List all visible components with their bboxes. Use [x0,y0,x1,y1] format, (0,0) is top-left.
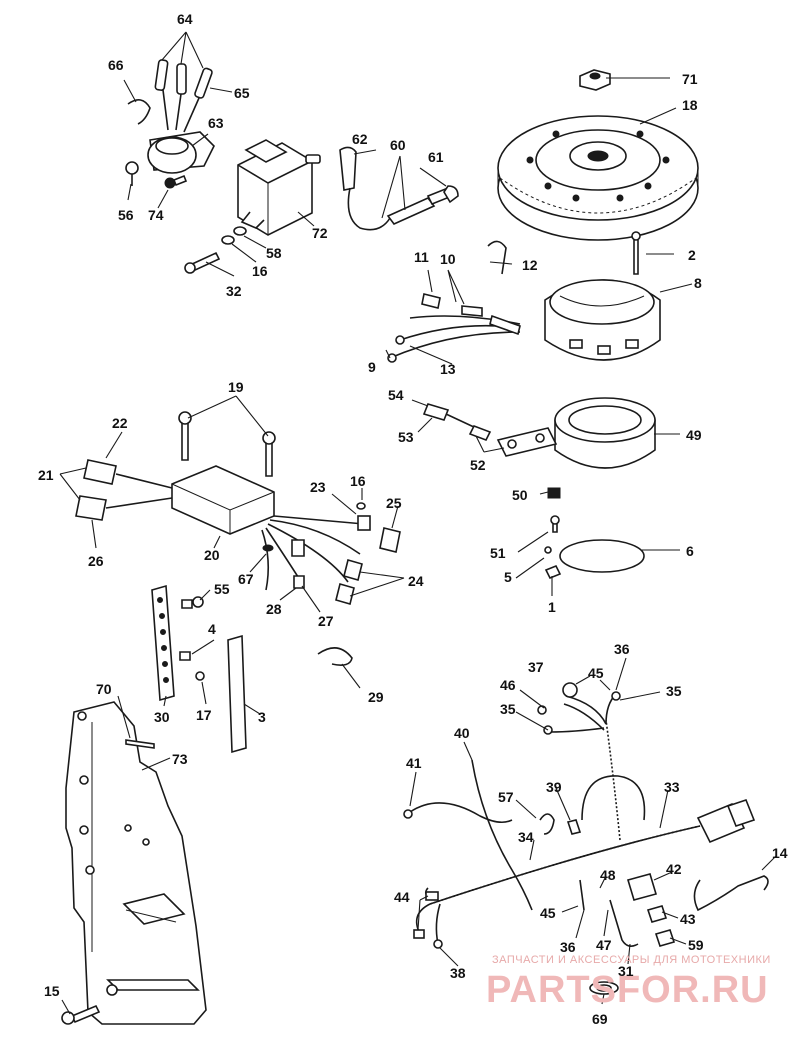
callout-45b: 45 [540,905,556,921]
callout-24: 24 [408,573,424,589]
callout-60: 60 [390,137,406,153]
callout-13: 13 [440,361,456,377]
callout-8: 8 [694,275,702,291]
ignition-coil [184,139,321,274]
callout-15: 15 [44,983,60,999]
callout-16b: 16 [350,473,366,489]
callout-33: 33 [664,779,680,795]
callout-3: 3 [258,709,266,725]
callout-23: 23 [310,479,326,495]
callout-12: 12 [522,257,538,273]
callout-44: 44 [394,889,410,905]
callout-53: 53 [398,429,414,445]
callout-4: 4 [208,621,216,637]
callout-36b: 36 [560,939,576,955]
callout-49: 49 [686,427,702,443]
callout-2: 2 [688,247,696,263]
callout-35a: 35 [666,683,682,699]
watermark-tagline: ЗАПЧАСТИ И АКСЕССУАРЫ ДЛЯ МОТОТЕХНИКИ [492,954,771,966]
callout-59: 59 [688,937,704,953]
callout-39: 39 [546,779,562,795]
callout-11: 11 [414,249,429,265]
callout-21: 21 [38,467,54,483]
callout-32: 32 [226,283,242,299]
callout-35b: 35 [500,701,516,717]
terminal-block [151,584,247,754]
watermark-logo: PARTSFOR.RU [486,969,769,1011]
callout-31: 31 [618,963,634,979]
callout-46: 46 [500,677,516,693]
starter-solenoid-assembly [125,59,215,189]
callout-67: 67 [238,571,254,587]
flywheel [497,115,699,241]
callout-17: 17 [196,707,212,723]
callout-38: 38 [450,965,466,981]
callout-51: 51 [490,545,506,561]
callout-72: 72 [312,225,328,241]
callout-37: 37 [528,659,544,675]
callout-73: 73 [172,751,188,767]
callout-labels: 64 66 65 63 56 74 72 58 16 32 62 60 61 7… [38,11,788,1027]
leader-lines [59,31,777,1015]
wiring-harness [403,682,769,995]
callout-42: 42 [666,861,682,877]
callout-70: 70 [96,681,112,697]
callout-41: 41 [406,755,422,771]
callout-16a: 16 [252,263,268,279]
spark-plug-leads [339,146,459,231]
callout-36a: 36 [614,641,630,657]
callout-18: 18 [682,97,698,113]
power-pack [75,411,401,666]
callout-40: 40 [454,725,470,741]
callout-58: 58 [266,245,282,261]
callout-1: 1 [548,599,556,615]
callout-69: 69 [592,1011,608,1027]
callout-50: 50 [512,487,528,503]
watermark: ЗАПЧАСТИ И АКСЕССУАРЫ ДЛЯ МОТОТЕХНИКИ PA… [486,954,771,1011]
callout-52: 52 [470,457,486,473]
callout-26: 26 [88,553,104,569]
callout-22: 22 [112,415,128,431]
callout-5: 5 [504,569,512,585]
callout-27: 27 [318,613,334,629]
callout-10: 10 [440,251,456,267]
mounting-plate [61,701,207,1025]
callout-61: 61 [428,149,444,165]
callout-64: 64 [177,11,193,27]
callout-57: 57 [498,789,514,805]
callout-34: 34 [518,829,534,845]
callout-45a: 45 [588,665,604,681]
callout-62: 62 [352,131,368,147]
timer-base [422,397,656,580]
callout-9: 9 [368,359,376,375]
stator [387,231,661,363]
callout-43: 43 [680,911,696,927]
callout-56: 56 [118,207,134,223]
callout-66: 66 [108,57,124,73]
callout-65: 65 [234,85,250,101]
callout-48: 48 [600,867,616,883]
callout-74: 74 [148,207,164,223]
callout-25: 25 [386,495,402,511]
callout-30: 30 [154,709,170,725]
callout-28: 28 [266,601,282,617]
callout-71: 71 [682,71,698,87]
callout-20: 20 [204,547,220,563]
flywheel-nut [579,69,611,91]
callout-6: 6 [686,543,694,559]
callout-29: 29 [368,689,384,705]
callout-14: 14 [772,845,788,861]
callout-55: 55 [214,581,230,597]
callout-47: 47 [596,937,612,953]
callout-63: 63 [208,115,224,131]
callout-19: 19 [228,379,244,395]
callout-54: 54 [388,387,404,403]
